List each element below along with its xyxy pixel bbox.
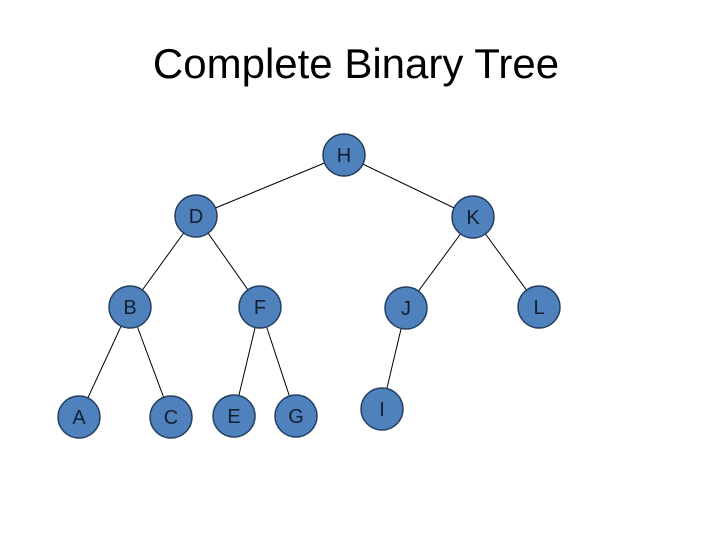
node-label-G: G: [288, 406, 304, 428]
node-label-E: E: [227, 406, 240, 428]
tree-node-F: F: [238, 285, 282, 329]
tree-node-I: I: [360, 387, 404, 431]
tree-node-B: B: [108, 285, 152, 329]
node-label-I: I: [379, 399, 385, 421]
node-circle-E: [212, 394, 256, 438]
node-circle-I: [360, 387, 404, 431]
tree-node-K: K: [451, 195, 495, 239]
tree-node-G: G: [274, 394, 318, 438]
node-circle-H: [322, 133, 366, 177]
tree-node-L: L: [517, 285, 561, 329]
tree-edge-H-K: [343, 154, 474, 218]
slide-title: Complete Binary Tree: [152, 40, 560, 87]
node-circle-C: [149, 395, 193, 439]
node-label-K: K: [466, 207, 480, 229]
tree-node-H: H: [322, 133, 366, 177]
tree-node-A: A: [57, 395, 101, 439]
node-label-C: C: [164, 407, 178, 429]
node-label-H: H: [337, 145, 351, 167]
node-label-A: A: [72, 407, 86, 429]
node-label-F: F: [254, 297, 266, 319]
tree-node-D: D: [174, 194, 218, 238]
node-circle-D: [174, 194, 218, 238]
tree-node-C: C: [149, 395, 193, 439]
tree-node-E: E: [212, 394, 256, 438]
node-label-D: D: [189, 206, 203, 228]
node-label-L: L: [533, 297, 544, 319]
node-circle-A: [57, 395, 101, 439]
node-circle-F: [238, 285, 282, 329]
node-circle-B: [108, 285, 152, 329]
node-circle-G: [274, 394, 318, 438]
node-circle-J: [384, 286, 428, 330]
tree-node-J: J: [384, 286, 428, 330]
node-label-B: B: [123, 297, 136, 319]
node-circle-L: [517, 285, 561, 329]
tree-edge-H-D: [195, 154, 345, 217]
node-circle-K: [451, 195, 495, 239]
node-label-J: J: [401, 298, 411, 320]
